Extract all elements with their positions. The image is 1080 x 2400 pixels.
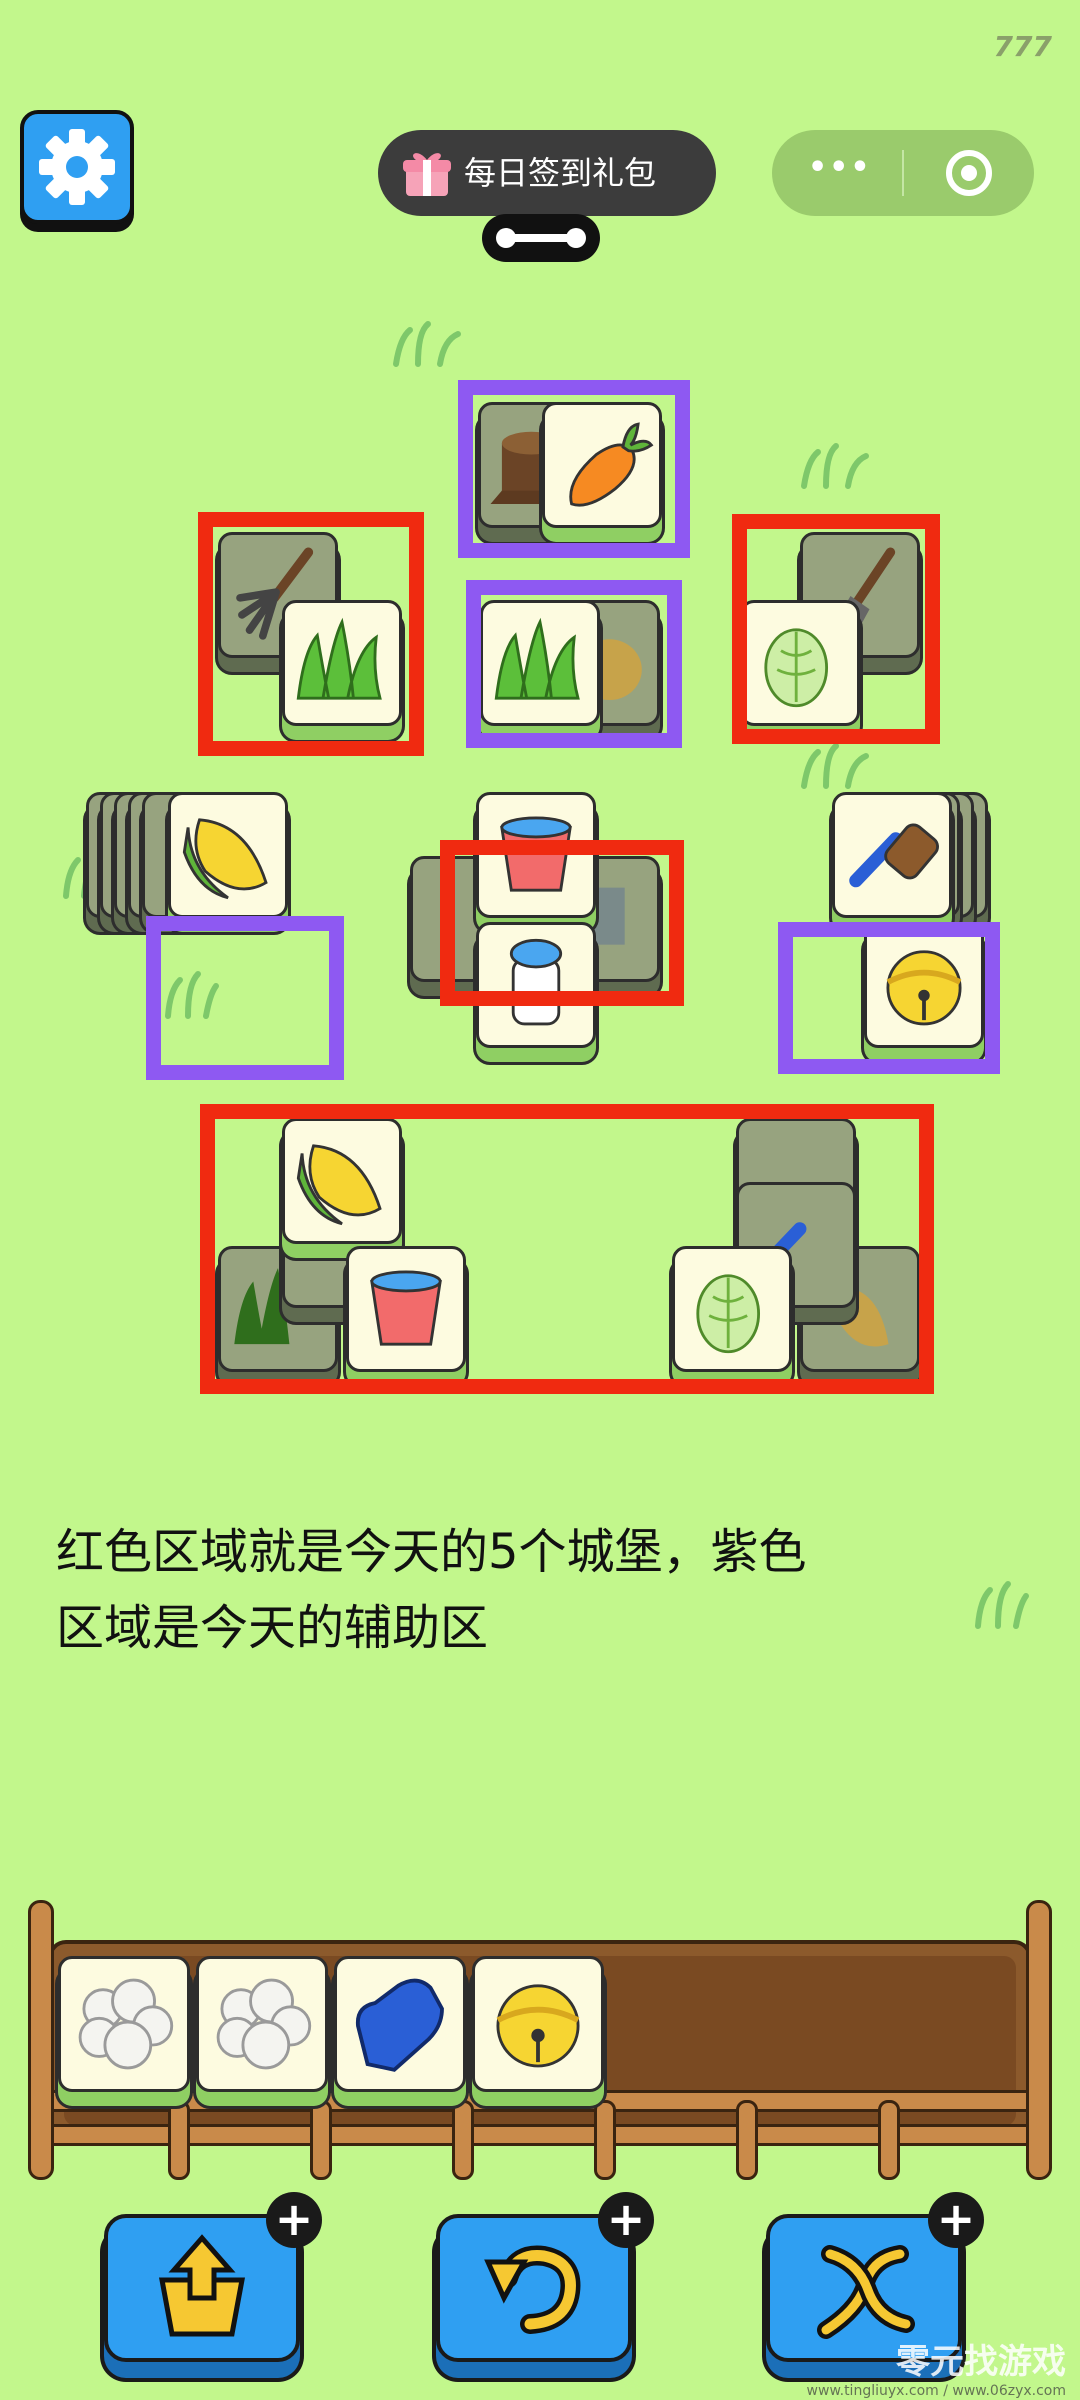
- grass-tile[interactable]: [282, 600, 402, 726]
- daily-gift-button[interactable]: 每日签到礼包: [378, 130, 716, 216]
- bucket-icon: [370, 1270, 442, 1346]
- cabbage-icon: [764, 628, 829, 708]
- castle-zone-right: [732, 514, 940, 744]
- bell-icon: [496, 1984, 580, 2068]
- undo-button[interactable]: +: [436, 2192, 654, 2362]
- helper-zone-right: [778, 922, 1000, 1074]
- grass-decoration: [801, 443, 869, 489]
- rake-tile: [218, 532, 338, 658]
- cabbage-tile[interactable]: [740, 600, 860, 726]
- cabbage-icon: [696, 1274, 761, 1354]
- shuffle-icon: [817, 2245, 915, 2339]
- withdraw-icon: [158, 2234, 246, 2337]
- target-icon: [961, 165, 977, 181]
- watermark-url: www.tingliuyx.com / www.06zyx.com: [806, 2383, 1066, 2399]
- cotton-icon: [216, 1978, 312, 2070]
- version-label: 777: [993, 30, 1052, 63]
- rake-icon: [236, 547, 314, 640]
- tray-cotton-tile: [58, 1956, 190, 2092]
- gear-icon: [39, 129, 115, 205]
- castle-zone-left: [198, 512, 424, 756]
- grass-tile[interactable]: [480, 600, 600, 726]
- grass-decoration: [165, 971, 219, 1019]
- helper-zone-left: [146, 916, 344, 1080]
- grass-decoration: [975, 1581, 1029, 1629]
- carrot-icon: [569, 422, 654, 507]
- tray-glove-tile: [334, 1956, 466, 2092]
- bell-icon: [886, 950, 962, 1026]
- grass-decoration: [801, 743, 869, 789]
- bucket-tile[interactable]: [346, 1246, 466, 1372]
- corn-tile[interactable]: [168, 792, 288, 918]
- brush-tile[interactable]: [832, 792, 952, 918]
- undo-plus-badge[interactable]: +: [598, 2192, 654, 2248]
- undo-icon: [484, 2245, 581, 2334]
- carrot-tile[interactable]: [542, 402, 662, 528]
- castle-zone-bottom: [200, 1104, 934, 1394]
- grass-icon: [494, 617, 580, 700]
- settings-button[interactable]: [20, 110, 134, 224]
- corn-tile[interactable]: [282, 1118, 402, 1244]
- tray-bell-tile: [472, 1956, 604, 2092]
- bell-tile[interactable]: [864, 922, 984, 1048]
- cotton-icon: [78, 1978, 174, 2070]
- helper-zone-top: [458, 380, 690, 558]
- close-mini-program-button[interactable]: [946, 150, 992, 196]
- gift-label: 每日签到礼包: [464, 154, 657, 192]
- corn-icon: [182, 818, 268, 900]
- tray-cotton-tile: [196, 1956, 328, 2092]
- watermark-brand: 零元找游戏: [896, 2342, 1066, 2382]
- shuffle-button[interactable]: +: [766, 2192, 984, 2362]
- corn-icon: [296, 1144, 382, 1226]
- gift-icon: [403, 153, 451, 196]
- grass-icon: [296, 617, 382, 700]
- brush-icon: [849, 823, 939, 888]
- caption-line-2: 区域是今天的辅助区: [56, 1600, 489, 1656]
- watermark: 零元找游戏 www.tingliuyx.com / www.06zyx.com: [807, 2334, 1066, 2399]
- capsule-menu: •••: [772, 130, 1034, 216]
- more-button[interactable]: •••: [808, 150, 872, 185]
- grass-decoration: [393, 321, 461, 367]
- glove-icon: [355, 1978, 444, 2072]
- milk-tile[interactable]: [476, 922, 596, 1048]
- castle-zone-center: [440, 840, 684, 1006]
- withdraw-plus-badge[interactable]: +: [266, 2192, 322, 2248]
- cabbage-tile[interactable]: [672, 1246, 792, 1372]
- helper-zone-middle: [466, 580, 682, 748]
- withdraw-button[interactable]: +: [104, 2192, 322, 2362]
- connector-handle: [482, 214, 600, 262]
- caption-text: 红色区域就是今天的5个城堡，紫色 区域是今天的辅助区: [56, 1514, 807, 1666]
- caption-line-1: 红色区域就是今天的5个城堡，紫色: [56, 1524, 807, 1580]
- shuffle-plus-badge[interactable]: +: [928, 2192, 984, 2248]
